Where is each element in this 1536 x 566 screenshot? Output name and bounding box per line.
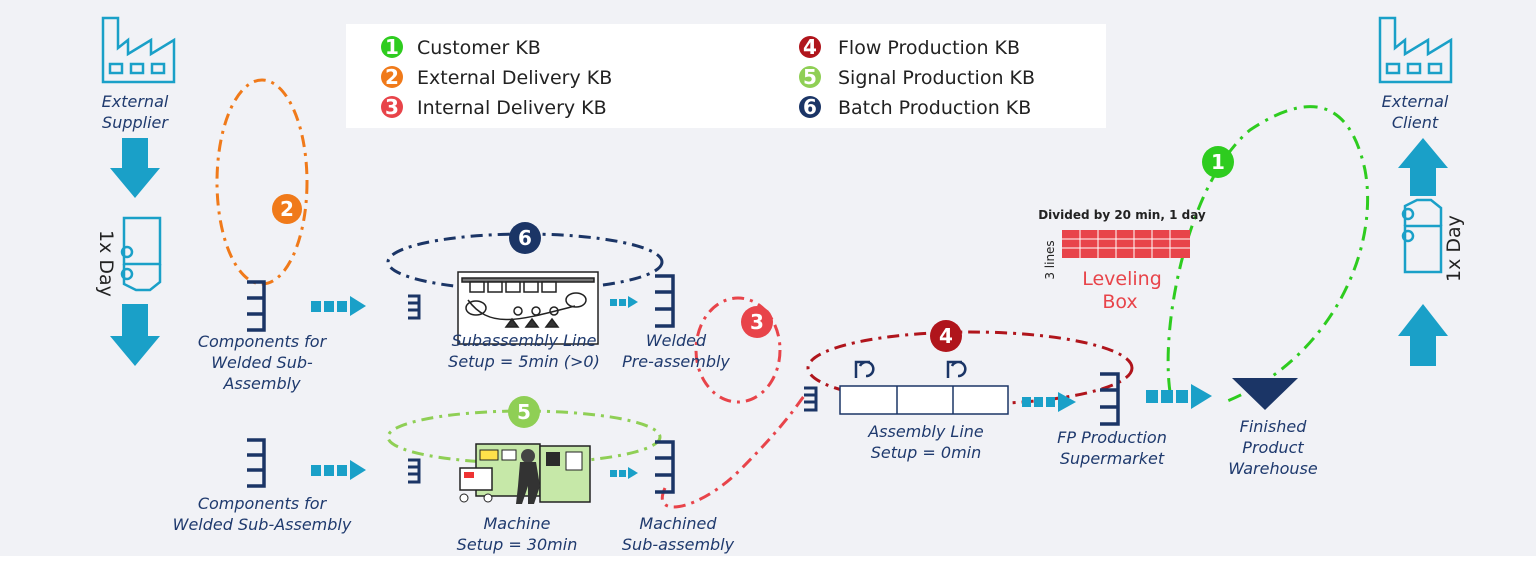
supplier-frequency-label: 1x Day [95, 230, 117, 297]
welded-label: Pre-assembly [622, 352, 730, 371]
svg-text:5: 5 [517, 400, 531, 424]
supplier-arrow-down-icon [110, 138, 160, 366]
svg-text:6: 6 [518, 226, 532, 250]
client-factory-icon [1378, 16, 1453, 84]
stock-welded-icon [655, 274, 675, 328]
warehouse-label: Finished [1240, 417, 1308, 436]
leveling-lines-label: 3 lines [1043, 240, 1057, 279]
supplier-factory-icon [101, 16, 176, 84]
subassembly-label: Setup = 5min (>0) [448, 352, 600, 371]
components-bottom-label: Components for [198, 494, 328, 513]
legend-item-6: 6 Batch Production KB [799, 95, 1031, 119]
legend-label: Customer KB [417, 37, 541, 59]
leveling-divided-label: Divided by 20 min, 1 day [1038, 208, 1206, 222]
svg-text:3: 3 [385, 95, 399, 119]
client-label: External [1382, 92, 1449, 111]
svg-text:3: 3 [750, 310, 764, 334]
components-top-label: Welded Sub- [211, 353, 313, 372]
components-top-label: Components for [198, 332, 328, 351]
flow-arrow-icon [311, 460, 366, 480]
legend-label: Internal Delivery KB [417, 97, 607, 119]
leveling-box-icon [1062, 230, 1190, 258]
warehouse-triangle-icon [1232, 378, 1298, 410]
welded-label: Welded [646, 331, 707, 350]
legend-item-5: 5 Signal Production KB [799, 65, 1035, 89]
machine-operator-icon [459, 443, 591, 504]
badge-3 [741, 306, 773, 338]
legend-item-1: 1 Customer KB [381, 35, 541, 59]
stock-subassembly-in-icon [408, 294, 421, 320]
flow-arrow-icon [1022, 392, 1076, 412]
loop-external-delivery [215, 78, 309, 286]
legend-label: External Delivery KB [417, 67, 612, 89]
loop-customer [1166, 105, 1370, 404]
svg-text:6: 6 [803, 95, 817, 119]
stock-fp-supermarket-icon [1100, 372, 1120, 426]
flow-arrow-icon [311, 296, 366, 316]
flow-arrow-icon [1146, 384, 1212, 409]
stock-machined-icon [655, 440, 675, 494]
legend-box [346, 24, 1106, 128]
legend-item-4: 4 Flow Production KB [799, 35, 1020, 59]
svg-text:2: 2 [280, 197, 294, 221]
operator-icon [854, 360, 967, 378]
stock-components-bottom-icon [247, 438, 266, 488]
legend-label: Batch Production KB [838, 97, 1031, 119]
badge-1 [1202, 146, 1234, 178]
fp-supermarket-label: Supermarket [1060, 449, 1165, 468]
legend-label: Flow Production KB [838, 37, 1020, 59]
client-truck-icon [1401, 198, 1443, 274]
stock-assembly-in-icon [804, 386, 818, 412]
supplier-label: Supplier [102, 113, 169, 132]
svg-text:1: 1 [385, 35, 399, 59]
badge-4 [930, 320, 962, 352]
loop-internal-delivery [694, 296, 782, 404]
fp-supermarket-label: FP Production [1057, 428, 1167, 447]
svg-text:1: 1 [1211, 150, 1225, 174]
svg-text:4: 4 [939, 324, 953, 348]
badge-2 [272, 194, 302, 224]
svg-text:2: 2 [385, 65, 399, 89]
badge-6 [509, 222, 541, 254]
subassembly-line-icon [457, 271, 599, 345]
flow-arrow-icon [610, 467, 638, 479]
loop-internal-delivery-tail [661, 393, 807, 509]
machined-label: Sub-assembly [622, 535, 735, 554]
components-top-label: Assembly [222, 374, 301, 393]
svg-text:5: 5 [803, 65, 817, 89]
flow-arrow-icon [610, 296, 638, 308]
supplier-truck-icon [120, 216, 162, 292]
subassembly-label: Subassembly Line [452, 331, 597, 350]
machine-label: Machine [484, 514, 551, 533]
stock-components-top-icon [247, 280, 266, 332]
leveling-title: Box [1102, 291, 1137, 313]
legend-item-3: 3 Internal Delivery KB [381, 95, 607, 119]
assembly-label: Assembly Line [867, 422, 984, 441]
client-frequency-label: 1x Day [1443, 215, 1465, 282]
svg-text:4: 4 [803, 35, 817, 59]
assembly-line-box [839, 385, 1009, 415]
machine-label: Setup = 30min [457, 535, 578, 554]
client-label: Client [1392, 113, 1439, 132]
components-bottom-label: Welded Sub-Assembly [173, 515, 352, 534]
leveling-title: Leveling [1082, 268, 1162, 290]
assembly-label: Setup = 0min [871, 443, 982, 462]
legend-item-2: 2 External Delivery KB [381, 65, 612, 89]
stock-machine-in-icon [408, 458, 421, 484]
legend-label: Signal Production KB [838, 67, 1035, 89]
warehouse-label: Product [1242, 438, 1304, 457]
machined-label: Machined [639, 514, 717, 533]
badge-5 [508, 396, 540, 428]
client-arrow-up-icon [1398, 138, 1448, 366]
supplier-label: External [102, 92, 169, 111]
warehouse-label: Warehouse [1228, 459, 1318, 478]
